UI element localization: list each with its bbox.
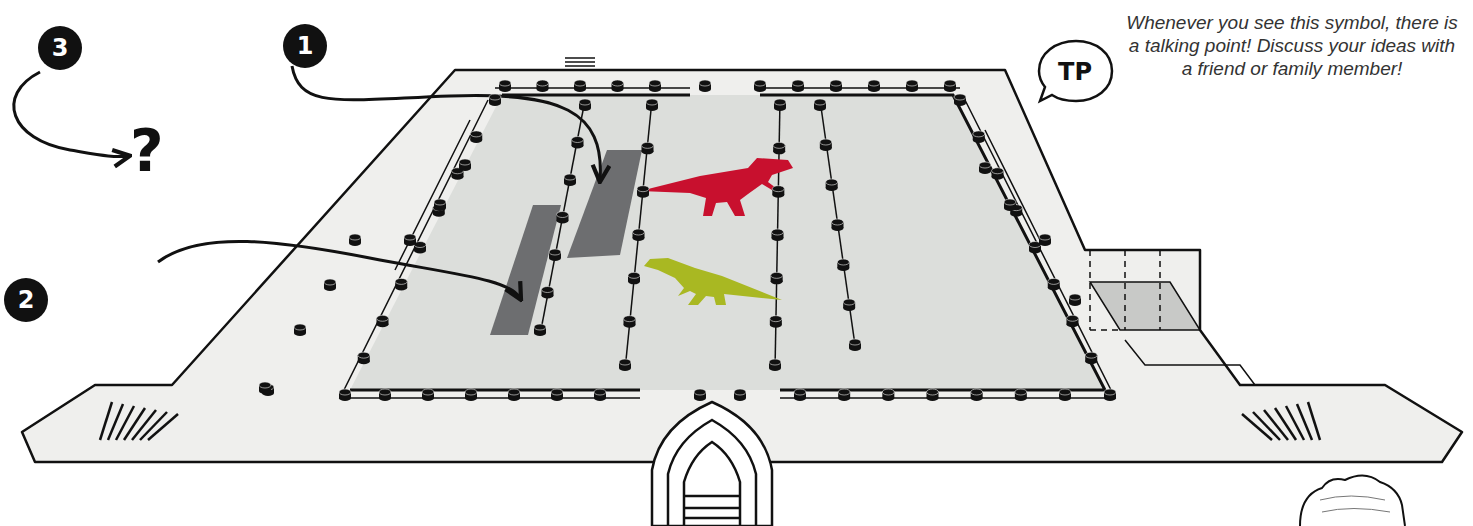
hall-floor bbox=[350, 95, 1105, 390]
question-mark: ? bbox=[130, 122, 164, 180]
iguanodon bbox=[644, 258, 782, 305]
callout-number: 1 bbox=[283, 24, 327, 68]
dashed-guides bbox=[1090, 250, 1200, 330]
stairs bbox=[100, 402, 1320, 440]
hall-walls bbox=[340, 88, 1115, 398]
fossil-outline bbox=[1300, 475, 1405, 526]
platform bbox=[22, 70, 1462, 462]
callout-number: 1 bbox=[297, 34, 314, 58]
note-text: Whenever you see this symbol, there is a… bbox=[1122, 12, 1462, 80]
entrance-arch bbox=[652, 402, 772, 526]
columns bbox=[259, 80, 1116, 401]
talking-point-bubble: TP bbox=[1036, 39, 1114, 105]
tyrannosaur bbox=[640, 158, 793, 216]
door-marks bbox=[565, 58, 595, 66]
exhibit-area bbox=[567, 150, 642, 258]
fossil-lines bbox=[1320, 496, 1390, 512]
callout-number: 3 bbox=[38, 26, 82, 70]
callout-number: 3 bbox=[52, 36, 69, 60]
leader-lines bbox=[14, 66, 601, 298]
column-rows bbox=[540, 100, 855, 370]
symbol-text: TP bbox=[1058, 60, 1092, 84]
exhibit-area bbox=[490, 205, 561, 335]
callout-number: 2 bbox=[4, 278, 48, 322]
callout-number: 2 bbox=[18, 288, 35, 312]
wall-line bbox=[1125, 340, 1255, 385]
side-room bbox=[1090, 282, 1200, 330]
